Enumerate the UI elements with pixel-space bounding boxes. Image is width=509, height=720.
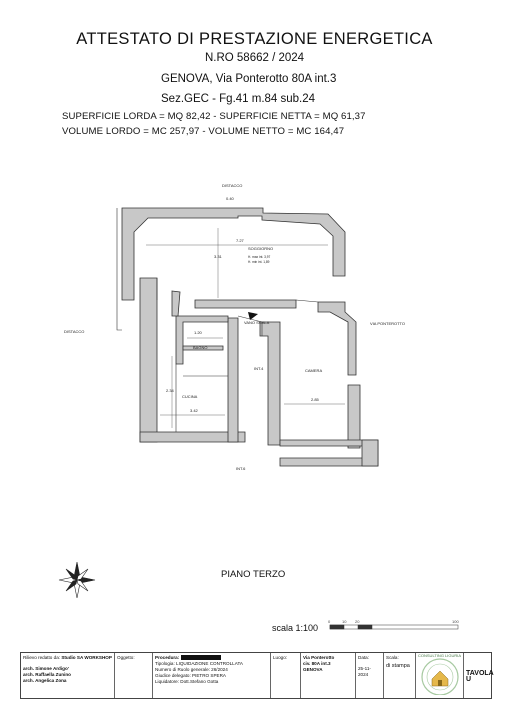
tb-tavola: TAVOLA U [466,670,494,683]
dim-285: 2.85 [311,397,320,402]
label-left: DISTACCO [64,329,84,334]
scale-bar [329,624,459,630]
consulting-stamp-icon [421,658,459,695]
property-address: GENOVA, Via Ponterotto 80A int.3 [161,73,337,85]
room-cucina: CUCINA [182,394,198,399]
tb-scala: Scala: di stampa [384,653,416,698]
tb-oggetto-label: Oggetto: [115,653,153,698]
wall-right-lower [347,384,361,449]
compass-icon [58,561,96,599]
wall-corridor [259,321,281,446]
tb-procedura: Procedura: Tipologia: LIQUIDAZIONE CONTR… [153,653,271,698]
cadastral-reference: Sez.GEC - Fg.41 m.84 sub.24 [161,93,316,105]
redacted-bar [180,655,221,661]
tb-stamp: CONSULTING LIGURIA [416,653,464,698]
tb-rilievo: Rilievo redatto da: Studio SA WORKSHOP a… [21,653,115,698]
wall-stair-top [194,299,297,309]
dim-040: 0.40 [226,196,235,201]
dim-342: 3.42 [190,408,199,413]
wall-bathroom-inner [182,345,224,351]
wall-bathroom [175,315,229,365]
stair-arrow-icon [248,312,258,320]
room-soggiorno: SOGGIORNO [248,246,273,251]
certificate-number: N.RO 58662 / 2024 [204,52,305,64]
label-bottom: INT.6 [236,466,246,471]
tb-data: Data: 25-11-2024 [356,653,384,698]
label-top: DISTACCO [222,183,242,188]
wall-bottom-left [139,431,246,443]
wall-left [139,277,158,443]
title-block: Rilievo redatto da: Studio SA WORKSHOP a… [20,652,494,699]
document-title: ATTESTATO DI PRESTAZIONE ENERGETICA [76,30,433,48]
room-bagno: BAGNO [193,345,207,350]
dim-331: 3.31 [214,254,223,259]
room-vano-scala: VANO SCALA [244,320,270,325]
scale-tick-0: 0 [328,619,331,624]
tb-luogo: Via Ponterotto civ. 80A int.3 GENOVA [301,653,356,698]
wall-right-column [361,439,379,467]
soggiorno-hmax: H. max int. 3,97 [248,255,271,259]
surface-summary: SUPERFICIE LORDA = MQ 82,42 - SUPERFICIE… [62,111,366,122]
scale-tick-10: 10 [342,619,347,624]
wall-top [121,207,346,301]
label-int4: INT.4 [254,366,264,371]
scale-tick-20: 20 [355,619,360,624]
dim-727: 7.27 [236,238,245,243]
soggiorno-hmin: H. min int. 1,89 [248,260,270,264]
wall-stair [171,290,181,317]
label-right: VIA PONTEROTTO [370,321,405,326]
wall-center [227,317,239,443]
dim-120: 1.20 [194,330,203,335]
tb-luogo-label: Luogo: [271,653,301,698]
room-camera: CAMERA [305,368,322,373]
dim-234: 2.34 [166,388,175,393]
volume-summary: VOLUME LORDO = MC 257,97 - VOLUME NETTO … [62,126,345,137]
scale-tick-100: 100 [452,619,459,624]
scale-label: scala 1:100 [272,623,319,633]
wall-right [317,301,357,376]
floor-label: PIANO TERZO [221,569,286,580]
